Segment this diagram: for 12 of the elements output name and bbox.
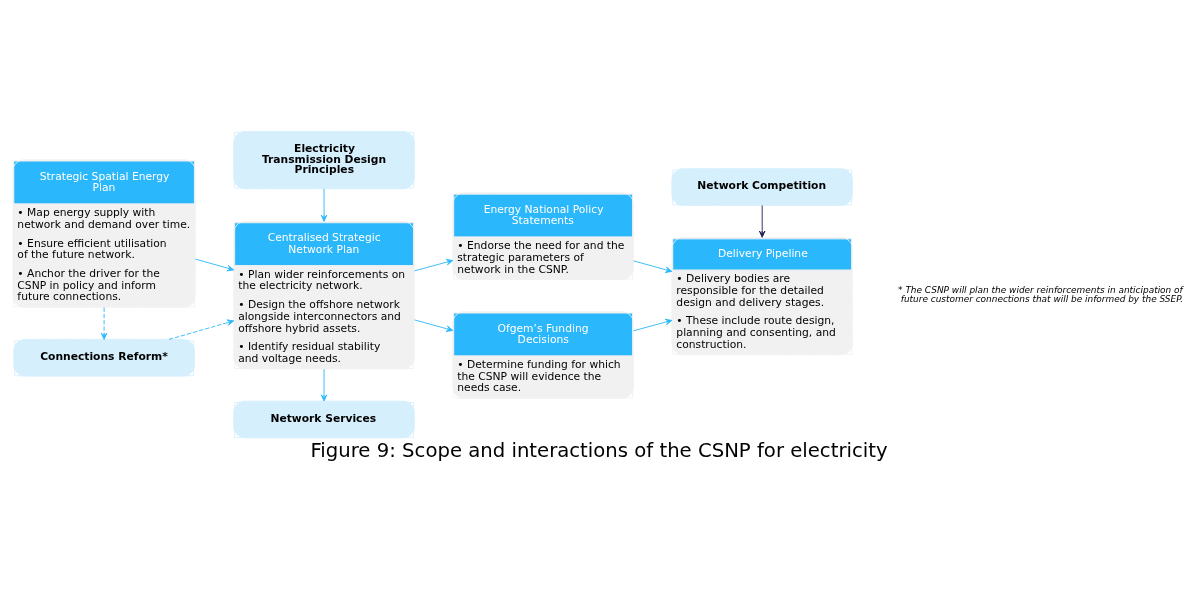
- arrow: [100, 306, 108, 340]
- arrow: [320, 368, 328, 401]
- arrow: [414, 318, 454, 332]
- arrow: [194, 258, 235, 271]
- arrow: [633, 318, 673, 331]
- arrow: [633, 259, 673, 273]
- arrow: [758, 204, 766, 238]
- label: * The CSNP will plan the wider reinforcements in anticipation of future customer connections that will be informed by the SSEP.: [898, 284, 1184, 304]
- arrow: [320, 187, 328, 222]
- arrow: [414, 258, 454, 271]
- arrow: [168, 318, 235, 340]
- caption: Figure 9: Scope and interactions of the CSNP for electricity: [310, 438, 888, 462]
